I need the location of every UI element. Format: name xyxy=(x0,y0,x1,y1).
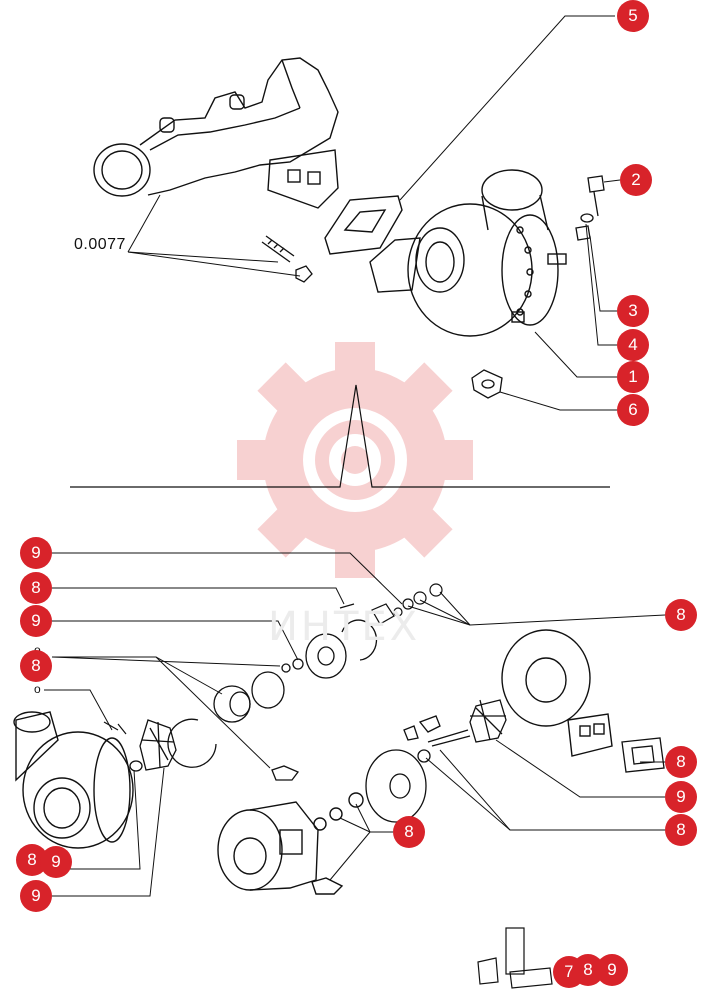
callout-9-a[interactable]: 9 xyxy=(20,537,52,569)
repair-kit-packages xyxy=(477,927,553,989)
callout-9-f[interactable]: 9 xyxy=(596,954,628,986)
exhaust-manifold xyxy=(93,57,339,209)
callout-8-d[interactable]: 8 xyxy=(665,746,697,778)
bolt-and-washers xyxy=(575,175,605,241)
callout-8-b[interactable]: 8 xyxy=(20,650,52,682)
bottom-leader-lines xyxy=(44,552,666,897)
callout-1[interactable]: 1 xyxy=(617,361,649,393)
turbine-housing xyxy=(501,629,613,757)
small-mark-2: o xyxy=(34,682,41,696)
turbine-shaft-wheel xyxy=(403,699,507,747)
heat-shield xyxy=(365,749,431,823)
small-fasteners xyxy=(103,583,443,735)
top-leader-lines xyxy=(127,15,621,411)
drain-gasket xyxy=(471,369,503,399)
watermark-text: ИНТЕХ xyxy=(268,604,421,650)
center-housing xyxy=(217,792,364,895)
callout-9-d[interactable]: 9 xyxy=(40,846,72,878)
callout-2[interactable]: 2 xyxy=(620,164,652,196)
compressor-wheel xyxy=(129,719,177,772)
section-divider xyxy=(70,384,610,488)
callout-9-b[interactable]: 9 xyxy=(20,605,52,637)
callout-9-c[interactable]: 9 xyxy=(665,781,697,813)
studs-and-nut xyxy=(261,235,313,283)
callout-8-f[interactable]: 8 xyxy=(393,816,425,848)
watermark-gear-logo xyxy=(237,342,473,578)
callout-8-c[interactable]: 8 xyxy=(665,599,697,631)
part-number-label: 0.0077 xyxy=(74,236,126,253)
callout-9-e[interactable]: 9 xyxy=(20,880,52,912)
callout-8-e[interactable]: 8 xyxy=(665,814,697,846)
seal-components xyxy=(167,619,378,781)
manifold-gasket xyxy=(324,195,403,255)
callout-5[interactable]: 5 xyxy=(617,0,649,32)
turbine-gasket xyxy=(621,737,665,773)
callout-8-a[interactable]: 8 xyxy=(20,572,52,604)
callout-4[interactable]: 4 xyxy=(617,329,649,361)
callout-6[interactable]: 6 xyxy=(617,394,649,426)
callout-3[interactable]: 3 xyxy=(617,295,649,327)
compressor-housing xyxy=(13,711,134,849)
turbocharger-assembly xyxy=(369,169,567,337)
